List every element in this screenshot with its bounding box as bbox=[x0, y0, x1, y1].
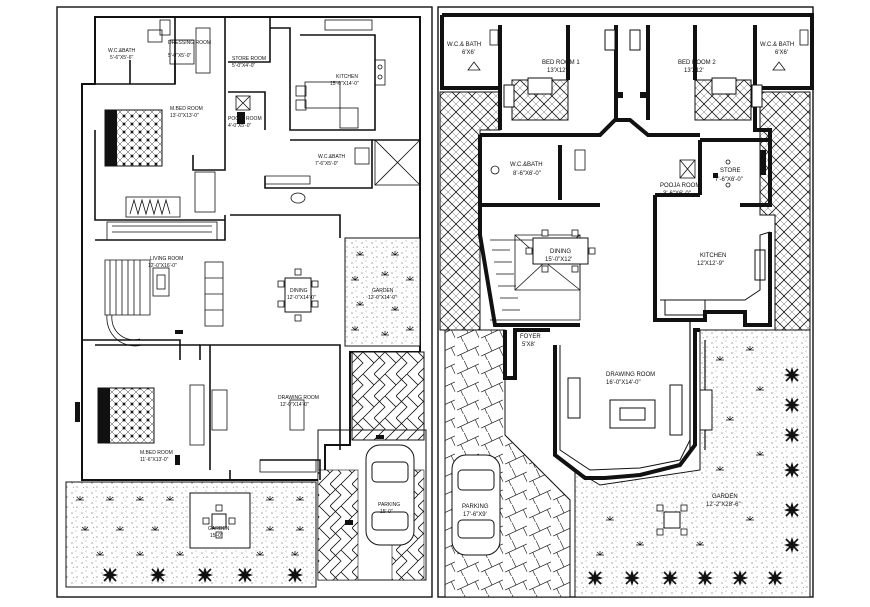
dim-dining: 12'-0"X14'-0" bbox=[287, 295, 316, 301]
dim-r-foyer: 5'X8' bbox=[522, 342, 535, 348]
dim-store: 5'-0"X4'-0" bbox=[232, 63, 255, 69]
label-r-garden: GARDEN bbox=[712, 494, 738, 500]
dim-r-bed-2: 13'X12' bbox=[684, 68, 704, 74]
label-r-drawing: DRAWING ROOM bbox=[606, 372, 655, 378]
label-mbed-2: M.BED ROOM bbox=[140, 450, 173, 456]
label-dining: DINING bbox=[290, 288, 308, 294]
label-r-store: STORE bbox=[720, 168, 741, 174]
label-wc-bath-1: W.C.&BATH bbox=[108, 48, 136, 54]
label-r-pooja: POOJA ROOM bbox=[660, 183, 700, 189]
label-r-wc-b: W.C.& BATH bbox=[760, 42, 794, 48]
label-kitchen: KITCHEN bbox=[336, 74, 358, 80]
dim-dressing: 5'-0"X5'-0" bbox=[168, 53, 191, 59]
label-store: STORE ROOM bbox=[232, 56, 266, 62]
label-r-bed-2: BED ROOM 2 bbox=[678, 60, 716, 66]
dim-parking-1: 15'-0" bbox=[380, 509, 393, 515]
dim-living: 12'-0"X16'-0" bbox=[148, 263, 177, 269]
dim-r-store: 7'-6"X6'-0" bbox=[715, 177, 743, 183]
label-r-parking: PARKING bbox=[462, 504, 489, 510]
left-floor-plan: W.C.&BATH 5'-6"X5'-6" DRESSING ROOM 5'-0… bbox=[56, 6, 433, 598]
dim-garden-1: 12'-0"X14'-0" bbox=[368, 295, 397, 301]
dim-r-kitchen: 12'X12'-9" bbox=[697, 261, 724, 267]
label-living: LIVING ROOM bbox=[150, 256, 183, 262]
dim-mbed-2: 11'-6"X13'-0" bbox=[140, 457, 169, 463]
label-r-wc-c: W.C.&BATH bbox=[510, 162, 543, 168]
label-pooja: POOJA ROOM bbox=[228, 116, 262, 122]
dim-r-wc-a: 6'X6' bbox=[462, 50, 475, 56]
label-r-dining: DINING bbox=[550, 249, 571, 255]
label-r-kitchen: KITCHEN bbox=[700, 253, 726, 259]
dim-r-wc-b: 6'X6' bbox=[775, 50, 788, 56]
dim-pooja: 4'-0"X5'-0" bbox=[228, 123, 251, 129]
dim-wc-bath-1: 5'-6"X5'-6" bbox=[110, 55, 133, 61]
dim-mbed-1: 13'-0"X13'-0" bbox=[170, 113, 199, 119]
dim-wc-bath-2: 7'-6"X5'-0" bbox=[315, 161, 338, 167]
label-r-bed-1: BED ROOM 1 bbox=[542, 60, 580, 66]
label-drawing: DRAWING ROOM bbox=[278, 395, 319, 401]
label-r-foyer: FOYER bbox=[520, 334, 541, 340]
dim-drawing: 12'-0"X14'-0" bbox=[280, 402, 309, 408]
label-r-wc-a: W.C.& BATH bbox=[447, 42, 481, 48]
dim-r-garden: 12'-2"X28'-6" bbox=[706, 502, 741, 508]
dim-garden-2: 15'-0" bbox=[210, 533, 223, 539]
dim-r-wc-c: 8'-6"X6'-0" bbox=[513, 171, 541, 177]
dim-r-dining: 15'-0"X12' bbox=[545, 257, 572, 263]
dim-kitchen: 15'-0"X14'-0" bbox=[330, 81, 359, 87]
dim-r-pooja: 3'-6"X6'-0" bbox=[663, 191, 691, 197]
label-mbed-1: M.BED ROOM bbox=[170, 106, 203, 112]
label-garden-1: GARDEN bbox=[372, 288, 394, 294]
dim-r-parking: 17'-6"X9' bbox=[463, 512, 487, 518]
label-dressing: DRESSING ROOM bbox=[168, 40, 211, 46]
dim-r-bed-1: 13'X12' bbox=[547, 68, 567, 74]
label-wc-bath-2: W.C.&BATH bbox=[318, 154, 346, 160]
dim-r-drawing: 16'-0"X14'-0" bbox=[606, 380, 641, 386]
label-garden-2: GARDEN bbox=[208, 526, 230, 532]
right-floor-plan: W.C.& BATH 6'X6' BED ROOM 1 13'X12' BED … bbox=[437, 6, 814, 598]
label-parking-1: PARKING bbox=[378, 502, 400, 508]
